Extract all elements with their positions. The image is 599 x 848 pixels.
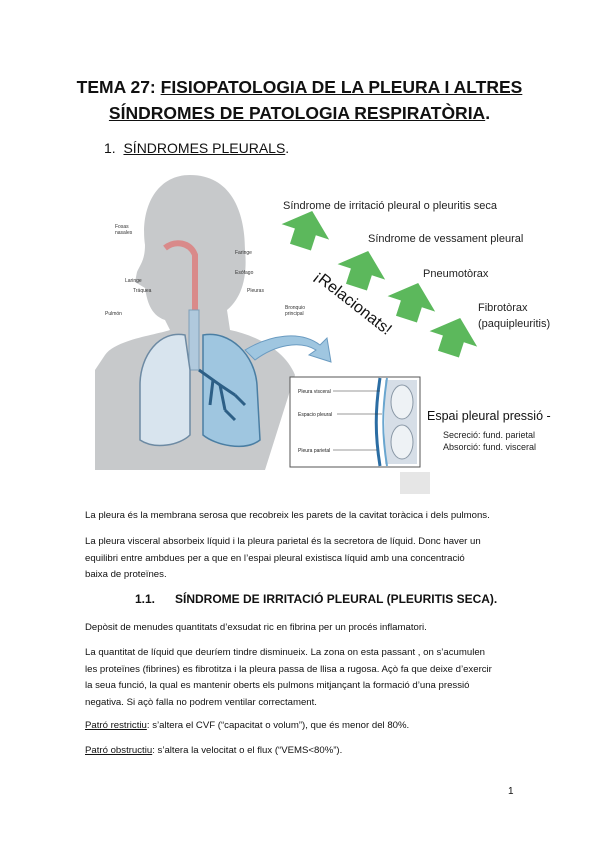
label-pleuras: Pleuras [247,288,264,294]
label-fosas: Fosas [115,224,129,230]
arrow-icon-4 [429,317,478,358]
page-title: TEMA 27: FISIOPATOLOGIA DE LA PLEURA I A… [0,74,599,126]
body-paragraph-2-line-3: la seua funció, la qual es mantenir ober… [85,680,470,691]
inset-pleura-line [374,377,382,467]
inset-alveolus-1 [390,384,414,420]
paragraph-2-line-2: equilibri entre ambdues per a que en l’e… [85,552,465,564]
inset-alveolus-2 [390,424,414,460]
airway [163,240,198,371]
paragraph-2: La pleura visceral absorbeix líquid i la… [85,534,515,584]
arrow-icon-2 [337,250,386,291]
inset-gray-strip [400,472,430,494]
label-nasales: nasales [115,230,133,236]
right-lung [139,333,191,447]
body-paragraph-3: Patró restrictiu: s’altera el CVF (“capa… [85,718,515,735]
body-paragraph-2-line-2: les proteïnes (fibrines) es fibrotitza i… [85,663,492,675]
syndrome-label-1: Síndrome de irritació pleural o pleuriti… [283,200,498,212]
arrow-icon-3 [387,282,436,323]
term-obstructiu-desc: : s’altera la velocitat o el flux (“VEMS… [152,745,343,756]
section-heading-1-1: 1.1. SÍNDROME DE IRRITACIÓ PLEURAL (PLEUR… [135,592,497,606]
label-pleura-visceral: Pleura visceral [298,389,331,395]
page-number: 1 [508,786,514,797]
bronchial-tree [198,368,247,422]
body-paragraph-2-line-4: negativa. Si açò falla no podrem ventila… [85,696,317,708]
title-line-2: SÍNDROMES DE PATOLOGIA RESPIRATÒRIA. [0,100,599,126]
subsection-number: 1.1. [135,592,156,606]
inset-pleura-line-2 [382,377,388,467]
label-espacio-pleural: Espacio pleural [298,412,332,418]
term-obstructiu: Patró obstructiu [85,745,153,756]
section-label: SÍNDROMES PLEURALS [123,140,286,156]
body-paragraph-1: Depòsit de menudes quantitats d’exsudat … [85,622,427,633]
title-suffix: . [485,103,491,123]
syndrome-label-4b: (paquipleuritis) [478,318,550,330]
trachea [188,309,200,371]
subsection-label: SÍNDROME DE IRRITACIÓ PLEURAL (PLEURITIS… [175,592,498,606]
body-paragraph-2-line-1: La quantitat de líquid que deuríem tindr… [85,647,485,658]
paragraph-2-line-1: La pleura visceral absorbeix líquid i la… [85,536,481,547]
label-pulmon: Pulmón [105,311,122,317]
section-dot: . [285,140,290,156]
label-traquea: Tráquea [133,288,152,294]
label-laringe: Laringe [125,278,142,284]
title-text-2: SÍNDROMES DE PATOLOGIA RESPIRATÒRIA [108,103,486,123]
label-bronquio: Bronquio [285,305,305,311]
syndrome-label-3: Pneumotòrax [423,268,489,280]
respiratory-figure: Fosas nasales Faringe Esófago Laringe Tr… [95,175,551,494]
absorcio-label: Absorció: fund. visceral [443,442,536,452]
label-faringe: Faringe [235,250,252,256]
label-esofago: Esófago [235,270,254,276]
term-restrictiu-desc: : s’altera el CVF (“capacitat o volum”),… [146,720,410,731]
syndrome-label-4a: Fibrotòrax [478,302,528,314]
curved-arrow-icon [244,335,332,363]
green-arrows [281,210,478,358]
syndrome-label-2: Síndrome de vessament pleural [368,233,523,245]
left-lung [202,333,261,448]
title-prefix: TEMA 27: [76,77,161,97]
label-pleura-parietal: Pleura parietal [298,448,330,454]
arrow-icon-1 [281,210,330,251]
section-number: 1. [104,140,116,156]
term-restrictiu: Patró restrictiu [85,720,147,731]
label-principal: principal [285,311,304,317]
body-paragraph-2: La quantitat de líquid que deuríem tindr… [85,645,515,711]
body-paragraph-4: Patró obstructiu: s’altera la velocitat … [85,743,515,760]
title-text-1: FISIOPATOLOGIA DE LA PLEURA I ALTRES [160,77,523,97]
paragraph-1: La pleura és la membrana serosa que reco… [85,510,490,521]
pressure-title: Espai pleural pressió - [427,409,551,423]
section-heading-1: 1. SÍNDROMES PLEURALS. [104,140,289,156]
secrecio-label: Secreció: fund. parietal [443,430,535,440]
title-line-1: TEMA 27: FISIOPATOLOGIA DE LA PLEURA I A… [0,74,599,100]
paragraph-2-line-3: baixa de proteïnes. [85,569,167,580]
